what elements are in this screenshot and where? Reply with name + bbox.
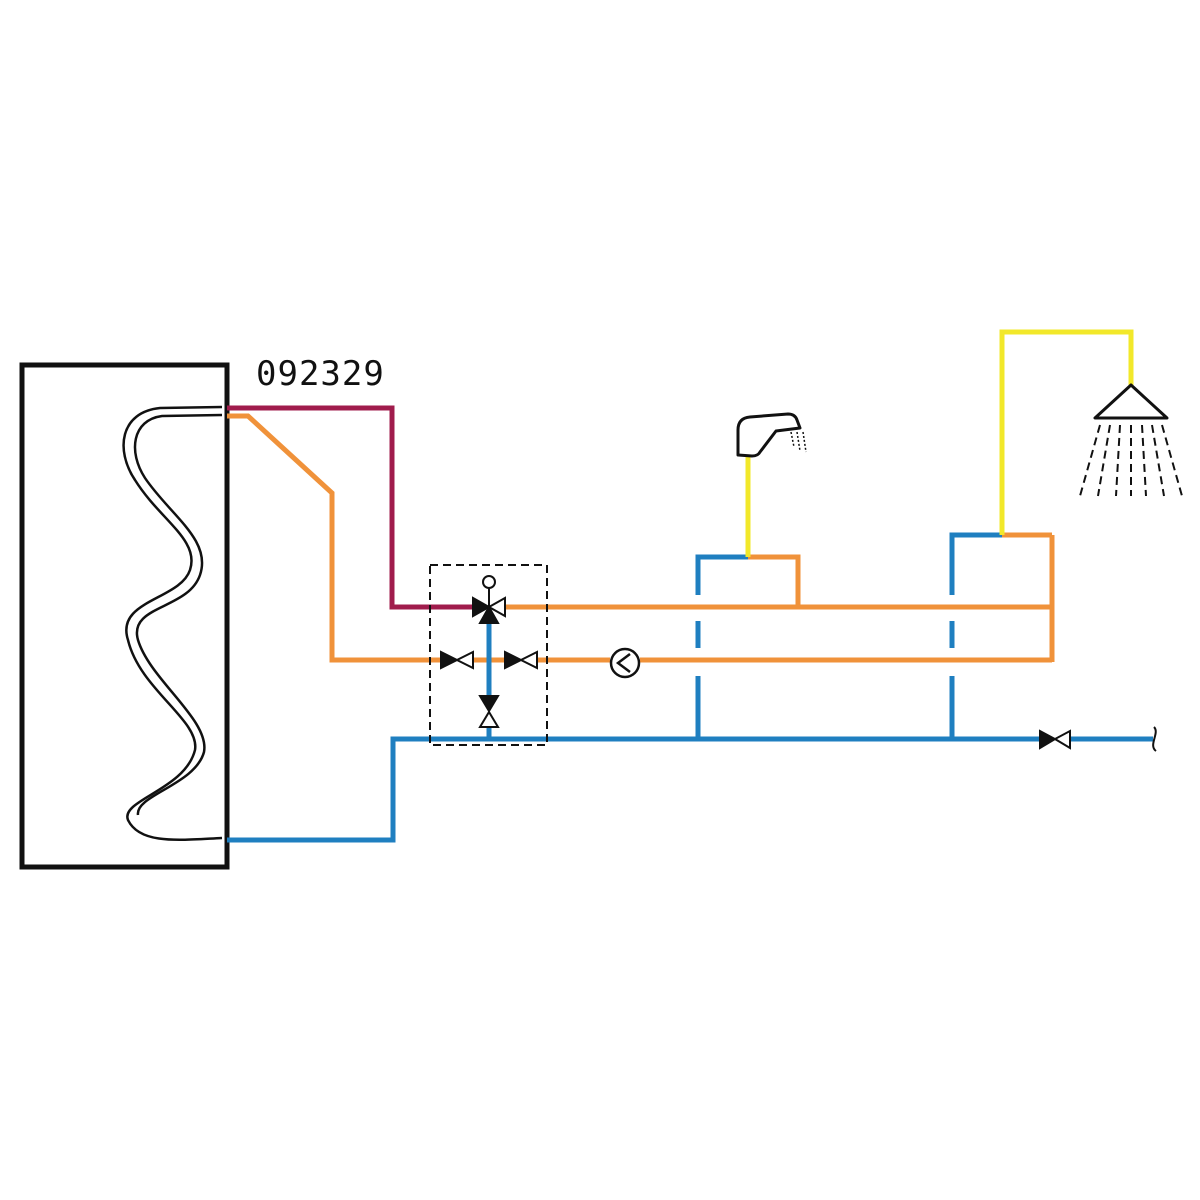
pipe-cold-to-tank bbox=[227, 736, 1040, 843]
pipe-shower-cold-riser bbox=[949, 532, 1002, 739]
check-valve-icon bbox=[478, 695, 500, 728]
faucet-icon bbox=[736, 412, 807, 458]
tank-coil-outer bbox=[122, 405, 223, 842]
pipe-hot-supply bbox=[227, 405, 478, 610]
gate-valve-icon-left bbox=[440, 650, 474, 670]
mixing-station-box bbox=[429, 564, 548, 746]
pipe-tap-hot-branch bbox=[748, 554, 801, 607]
tank-coil-inner bbox=[133, 413, 223, 816]
pipe-tap-cold-riser bbox=[695, 554, 748, 739]
pipe-return-to-tank bbox=[227, 413, 440, 663]
gate-valve-icon-right bbox=[504, 650, 538, 670]
stop-valve-icon bbox=[1039, 729, 1071, 750]
storage-tank bbox=[19, 362, 230, 870]
pipe-continuation-icon bbox=[1152, 726, 1157, 752]
tank-outline bbox=[19, 362, 230, 870]
circulation-pump-icon bbox=[609, 647, 641, 679]
three-way-mixing-valve-icon bbox=[472, 575, 506, 624]
pipe-shower-outlet bbox=[999, 329, 1134, 535]
shower-head-icon bbox=[1079, 383, 1183, 497]
diagram-code-label: 092329 bbox=[256, 354, 385, 394]
